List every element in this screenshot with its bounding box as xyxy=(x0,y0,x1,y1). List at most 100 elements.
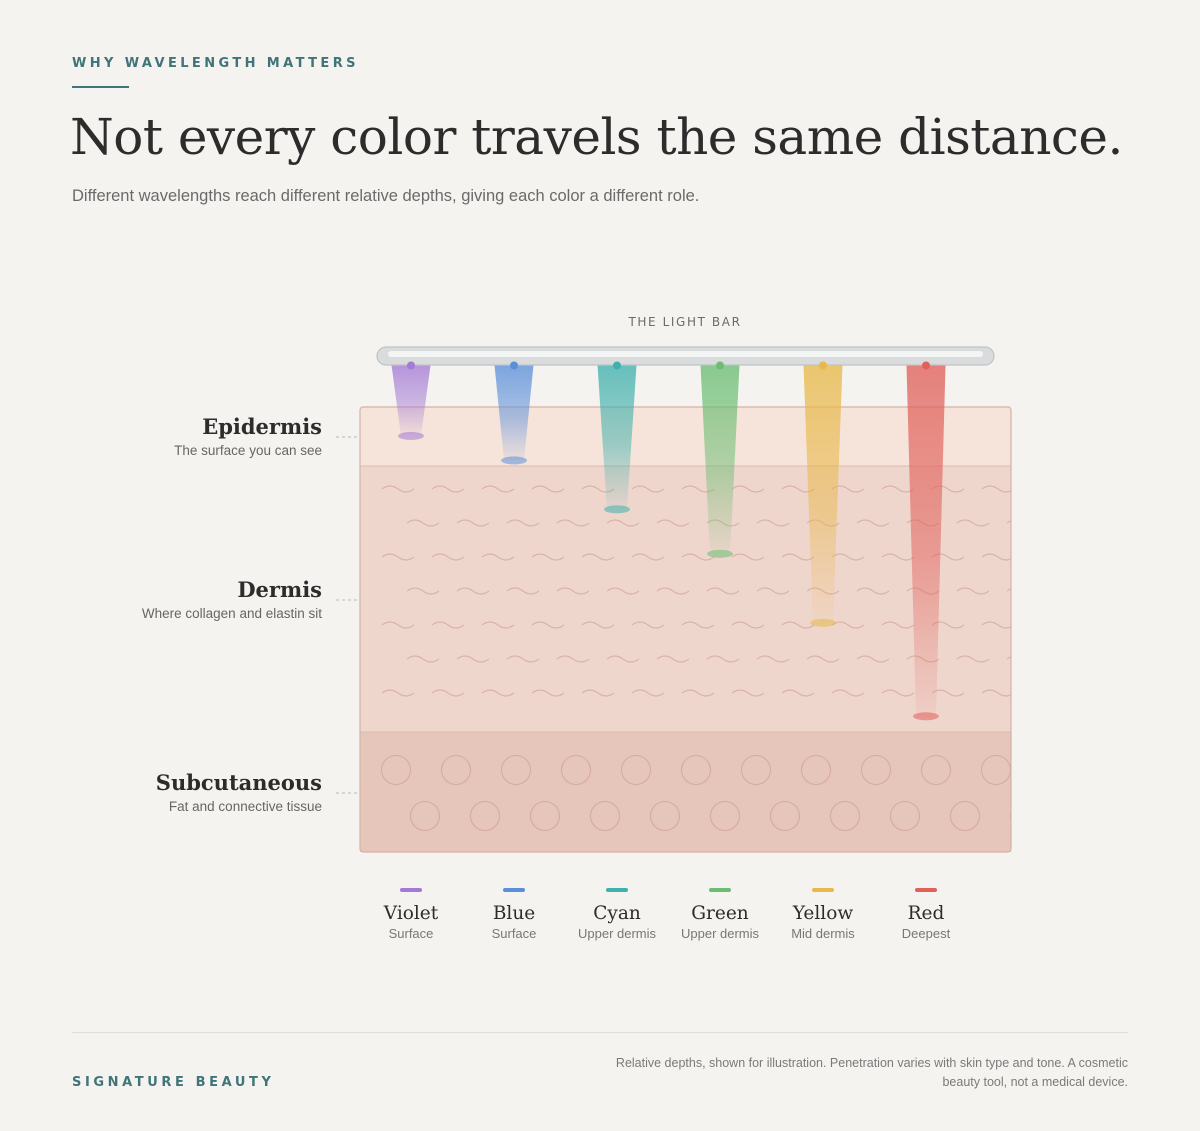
beam-yellow xyxy=(803,365,843,623)
dermis-wave xyxy=(956,587,990,595)
dermis-wave xyxy=(581,689,615,697)
legend-swatch-violet xyxy=(400,888,422,892)
beam-red xyxy=(906,365,946,717)
dermis-wave xyxy=(981,621,1011,629)
fat-cell xyxy=(860,754,892,786)
dermis-wave xyxy=(631,485,665,493)
dermis-wave xyxy=(406,587,440,595)
dermis-wave xyxy=(456,519,490,527)
fat-cell xyxy=(829,800,861,832)
dermis-wave xyxy=(706,587,740,595)
fat-cell xyxy=(949,800,981,832)
dermis-wave xyxy=(556,655,590,663)
dermis-wave xyxy=(731,621,765,629)
fat-cell xyxy=(409,800,441,832)
dermis-wave xyxy=(756,587,790,595)
dermis-wave xyxy=(506,519,540,527)
legend-name-blue: Blue xyxy=(493,903,535,924)
legend-depth-cyan: Upper dermis xyxy=(578,926,657,941)
dermis-wave xyxy=(581,553,615,561)
emitter-cyan xyxy=(613,361,621,370)
legend-name-yellow: Yellow xyxy=(792,903,854,924)
fat-cell xyxy=(469,800,501,832)
emitter-green xyxy=(716,361,724,370)
layer-dermis xyxy=(360,466,1011,732)
dermis-wave xyxy=(706,655,740,663)
dermis-wave xyxy=(981,553,1011,561)
light-bar-highlight xyxy=(388,351,983,357)
dermis-wave xyxy=(856,587,890,595)
dermis-wave xyxy=(431,553,465,561)
dermis-wave xyxy=(531,689,565,697)
dermis-wave xyxy=(631,621,665,629)
dermis-wave xyxy=(831,553,865,561)
legend-swatch-yellow xyxy=(812,888,834,892)
fat-cell xyxy=(680,754,712,786)
fat-cell xyxy=(440,754,472,786)
light-beams xyxy=(391,365,946,721)
legend-name-red: Red xyxy=(908,903,945,924)
eyebrow: WHY WAVELENGTH MATTERS xyxy=(72,56,359,71)
fat-cell xyxy=(920,754,952,786)
dermis-wave xyxy=(656,519,690,527)
light-bar-caption: THE LIGHT BAR xyxy=(627,315,741,329)
fat-cell xyxy=(649,800,681,832)
dermis-wave xyxy=(981,689,1011,697)
fat-cell xyxy=(800,754,832,786)
dermis-wave xyxy=(881,621,915,629)
dermis-wave xyxy=(606,519,640,527)
dermis-wave xyxy=(431,621,465,629)
dermis-wave xyxy=(881,485,915,493)
dermis-wave xyxy=(631,689,665,697)
dermis-wave xyxy=(881,689,915,697)
fat-cell xyxy=(529,800,561,832)
legend-depth-blue: Surface xyxy=(492,926,537,941)
dermis-wave xyxy=(831,621,865,629)
legend-swatch-red xyxy=(915,888,937,892)
layer-description: The surface you can see xyxy=(174,443,322,458)
dermis-wave xyxy=(731,689,765,697)
beam-green xyxy=(700,365,740,554)
dermis-wave xyxy=(456,655,490,663)
beam-cyan xyxy=(597,365,637,510)
dermis-wave xyxy=(606,655,640,663)
fat-cell xyxy=(589,800,621,832)
layer-label-dermis: Dermis xyxy=(237,577,322,602)
dermis-wave xyxy=(756,519,790,527)
skin-outline xyxy=(359,406,1012,853)
dermis-wave xyxy=(731,553,765,561)
dermis-wave xyxy=(956,519,990,527)
dermis-wave xyxy=(506,587,540,595)
fat-cell xyxy=(769,800,801,832)
emitter-violet xyxy=(407,361,415,370)
legend-name-violet: Violet xyxy=(383,903,439,924)
legend-depth-red: Deepest xyxy=(902,926,951,941)
dermis-wave xyxy=(381,553,415,561)
beam-endpoint-cyan xyxy=(604,505,630,514)
beam-endpoint-red xyxy=(913,712,939,721)
dermis-wave xyxy=(606,587,640,595)
dermis-wave xyxy=(481,485,515,493)
dermis-wave xyxy=(456,587,490,595)
emitter-blue xyxy=(510,361,518,370)
dermis-wave xyxy=(431,689,465,697)
dermis-wave xyxy=(556,587,590,595)
dermis-wave xyxy=(956,655,990,663)
dermis-wave xyxy=(856,655,890,663)
fat-cell xyxy=(740,754,772,786)
dermis-wave xyxy=(756,655,790,663)
layer-description: Fat and connective tissue xyxy=(169,799,322,814)
dermis-wave xyxy=(781,621,815,629)
legend-depth-yellow: Mid dermis xyxy=(791,926,855,941)
dermis-wave xyxy=(856,519,890,527)
dermis-wave xyxy=(406,519,440,527)
dermis-wave xyxy=(656,587,690,595)
dermis-wave xyxy=(1006,587,1011,595)
dermis-wave xyxy=(881,553,915,561)
dermis-wave xyxy=(681,689,715,697)
legend-depth-green: Upper dermis xyxy=(681,926,760,941)
fat-cell xyxy=(380,754,412,786)
eyebrow-rule xyxy=(72,86,129,88)
